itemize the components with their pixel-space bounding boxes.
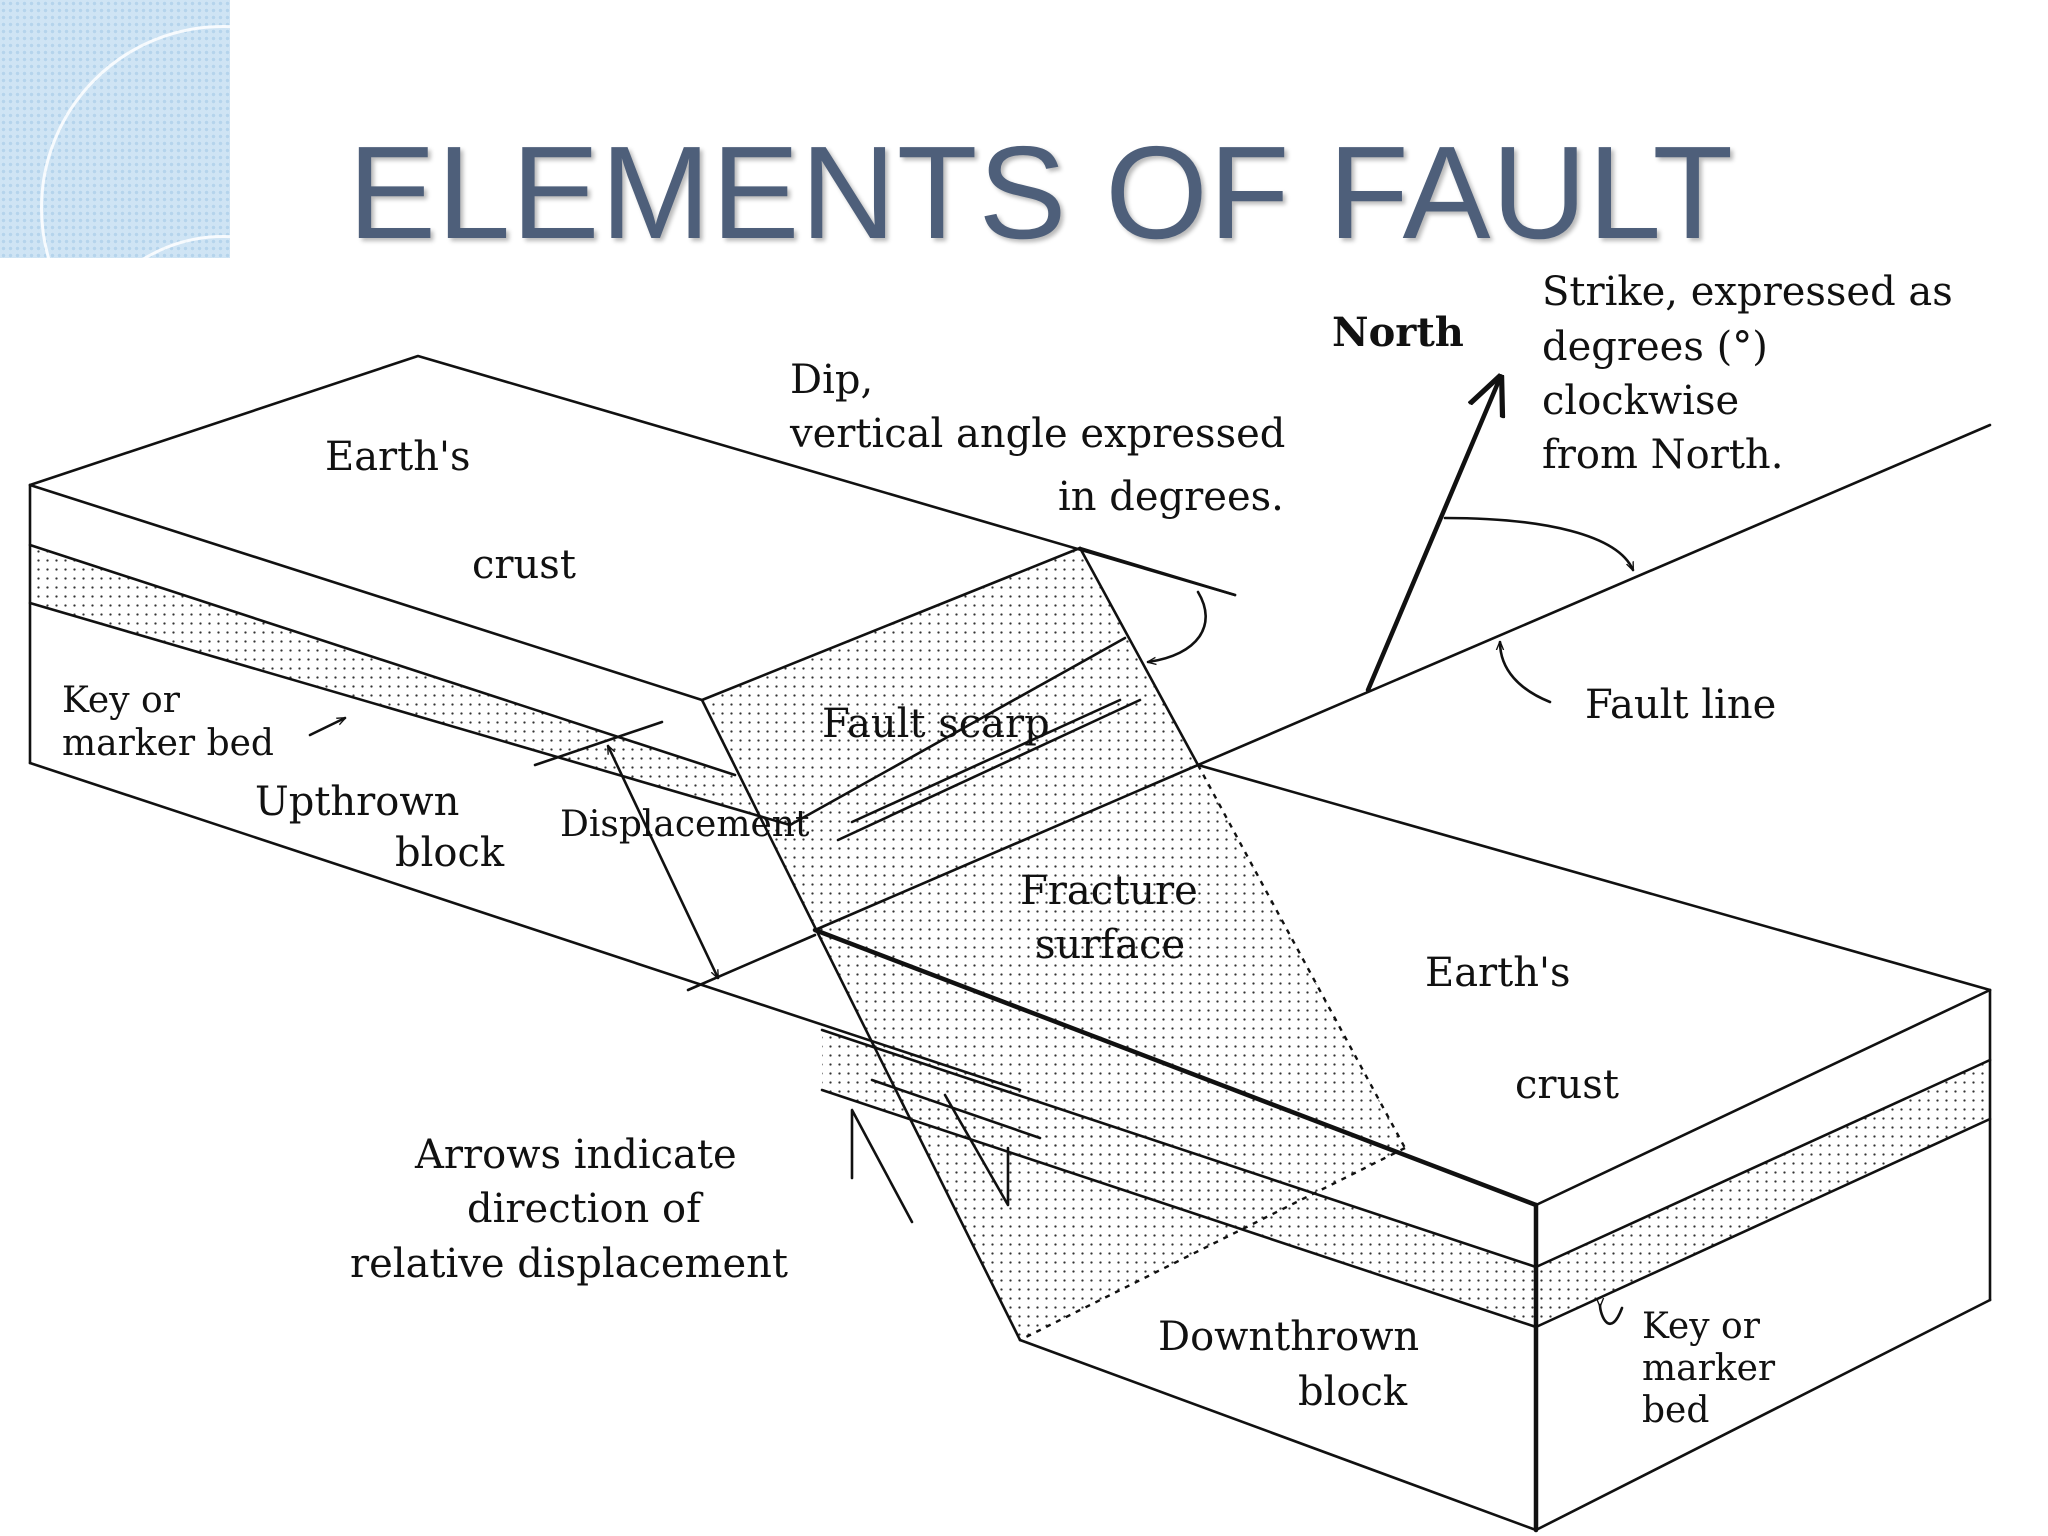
label-fault-line: Fault line [1585,682,1776,728]
displacement-leader [850,698,1122,824]
displacement-arrow [606,746,720,978]
label-dip: in degrees. [1058,474,1284,520]
label-north: North [1332,309,1464,356]
downthrown-block-outline [812,763,1992,1533]
label-key-bed-right: Key or [1642,1306,1761,1347]
label-strike: degrees (°) [1542,324,1768,370]
fault-scarp [702,548,1198,930]
strike-angle-arc [1443,516,1635,570]
label-strike: Strike, expressed as [1542,269,1953,315]
label-upthrown-block: block [395,830,505,876]
label-strike: from North. [1542,432,1783,478]
label-arrows-indicate: Arrows indicate [414,1132,737,1178]
label-displacement: Displacement [560,804,810,845]
slide-title: ELEMENTS OF FAULT [348,119,1735,266]
label-dip: vertical angle expressed [789,411,1285,457]
fault-line [1196,423,1992,767]
label-arrows-indicate: direction of [467,1186,704,1232]
label-key-bed-right: marker [1642,1348,1776,1389]
label-earths-crust-right: crust [1515,1062,1619,1108]
label-fracture-surface: surface [1035,922,1185,968]
north-arrow [1365,378,1500,693]
label-earths-crust-left: crust [472,542,576,588]
relative-displacement-arrow-left [850,1108,914,1224]
displacement-tick-bottom [686,933,817,992]
key-bed-left-leader [308,716,345,737]
label-downthrown-block: block [1298,1369,1408,1415]
label-key-bed-left: marker bed [62,723,274,764]
relative-displacement-arrow-right [943,1093,1010,1207]
label-key-bed-left: Key or [62,680,181,721]
label-dip: Dip, [790,357,873,403]
fault-surface-outline [700,546,1407,1342]
label-arrows-indicate: relative displacement [350,1241,788,1287]
corner-decoration [0,0,230,258]
dip-angle-arc [1148,590,1207,662]
label-earths-crust-left: Earth's [325,434,471,480]
fault-line-leader [1500,640,1552,704]
label-fracture-surface: Fracture [1020,868,1198,914]
label-downthrown-block: Downthrown [1158,1314,1419,1360]
label-key-bed-right: bed [1642,1390,1709,1431]
fracture-surface [815,765,1405,1340]
displacement-tick-top [533,720,664,767]
label-earths-crust-right: Earth's [1425,950,1571,996]
key-bed-left [30,545,790,825]
label-fault-scarp: Fault scarp [822,701,1050,747]
label-upthrown-block: Upthrown [255,779,459,825]
label-strike: clockwise [1542,378,1739,424]
key-bed-right-leader [1600,1305,1624,1325]
